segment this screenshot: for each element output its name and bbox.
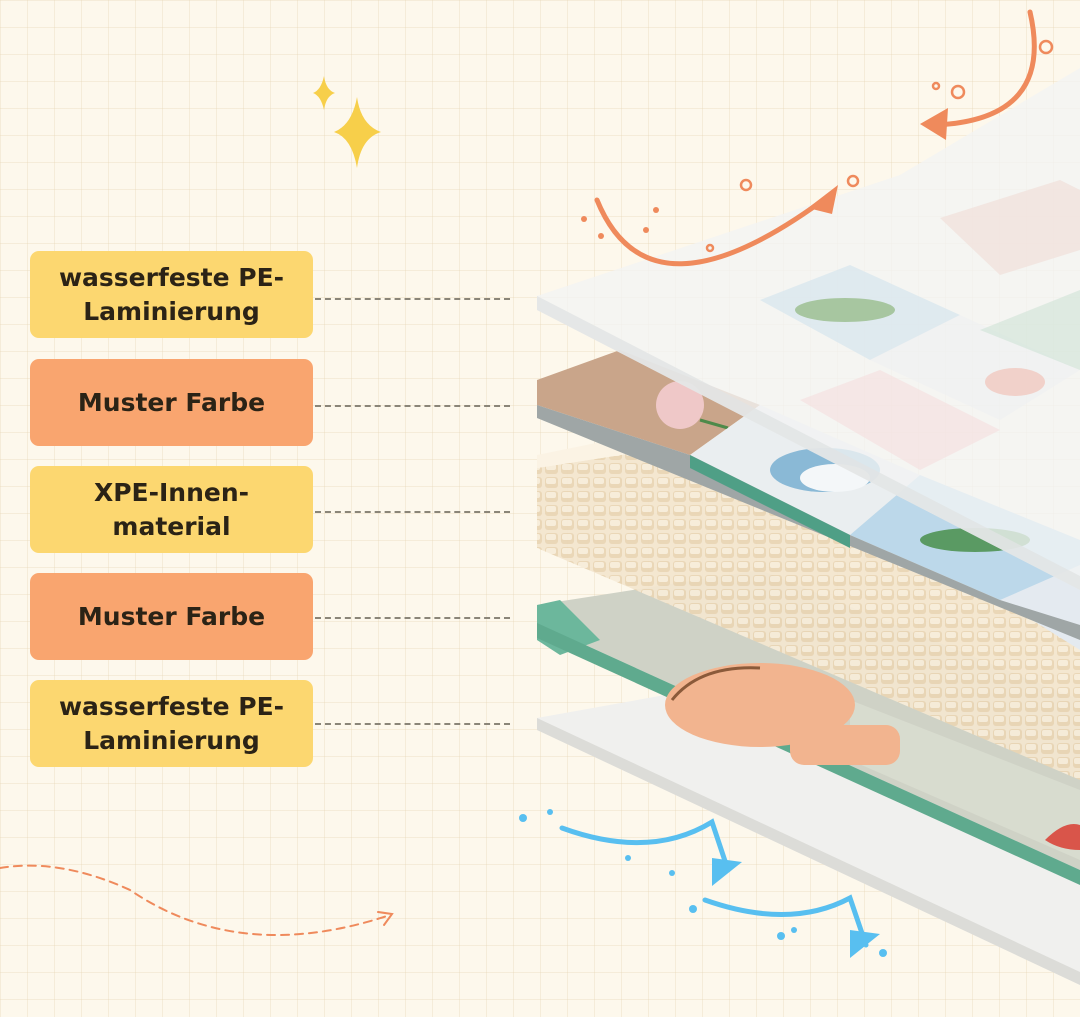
connector-line [315, 617, 510, 619]
blue-arrows [559, 818, 869, 948]
layer-label-text: Muster Farbe [77, 387, 266, 417]
layer-label-xpe: XPE-Innen- material [30, 466, 313, 553]
orange-arrowheads [808, 108, 948, 214]
connector-line [315, 298, 510, 300]
layer-label-pattern-top: Muster Farbe [30, 359, 313, 446]
layer-label-text: wasserfeste PE- Laminierung [58, 691, 285, 755]
top-pe-layer [537, 68, 1080, 590]
orange-dots [705, 39, 1054, 253]
dashed-swoosh-arrow [0, 864, 391, 936]
connector-line [315, 405, 510, 407]
blue-arrowheads [712, 858, 880, 958]
orange-small-dots [581, 207, 659, 239]
connector-line [315, 511, 510, 513]
layer-label-text: wasserfeste PE- Laminierung [58, 262, 285, 326]
xpe-foam-layer [537, 430, 1080, 780]
orange-arrows [594, 9, 1037, 267]
layer-label-text: XPE-Innen- material [93, 477, 250, 541]
layer-label-top-pe: wasserfeste PE- Laminierung [30, 251, 313, 338]
sparkle-icons [313, 76, 381, 168]
layer-label-bottom-pe: wasserfeste PE- Laminierung [30, 680, 313, 767]
bottom-pe-layer [537, 678, 1080, 985]
top-pattern-layer [537, 350, 1080, 650]
layer-label-pattern-bottom: Muster Farbe [30, 573, 313, 660]
connector-line [315, 723, 510, 725]
layer-label-text: Muster Farbe [77, 601, 266, 631]
blue-dots [519, 809, 887, 957]
bottom-pattern-layer [537, 570, 1080, 885]
